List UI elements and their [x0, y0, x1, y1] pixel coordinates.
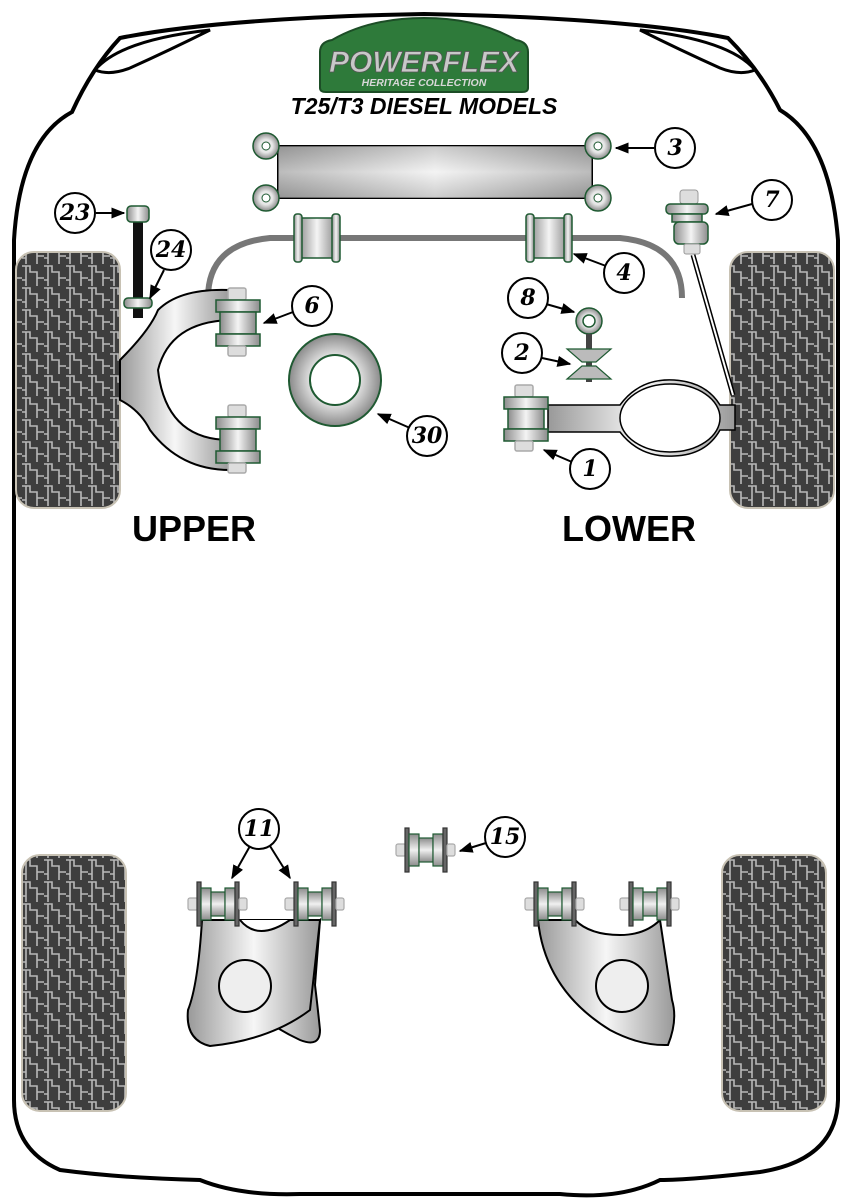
- rear-left-tyre: [21, 854, 127, 1112]
- callout-label: 1: [582, 456, 597, 482]
- callouts: 3 7 23 24 4 6 8 2 30 1 11 15: [54, 127, 793, 880]
- right-mirror: [639, 28, 758, 75]
- leader-arrow: [572, 253, 607, 267]
- leader-arrow: [231, 845, 251, 880]
- callout-label: 11: [244, 816, 275, 842]
- leader-arrow: [541, 355, 572, 367]
- callout-label: 8: [519, 285, 535, 311]
- leader-arrow: [458, 841, 487, 853]
- part-2-cone-bush: [565, 348, 613, 380]
- leader-arrow: [542, 449, 573, 463]
- callout-circle: [291, 285, 333, 327]
- callout-label: 24: [155, 237, 187, 263]
- callout-23: 23: [54, 192, 126, 234]
- callout-label: 4: [616, 260, 631, 286]
- leader-arrow: [262, 311, 294, 324]
- callout-circle: [150, 229, 192, 271]
- callout-30: 30: [376, 413, 448, 457]
- leader-arrow: [149, 269, 165, 300]
- callout-circle: [54, 192, 96, 234]
- callout-circle: [603, 252, 645, 294]
- page-subtitle: T25/T3 DIESEL MODELS: [291, 93, 558, 119]
- section-label-lower: LOWER: [562, 508, 696, 549]
- callout-circle: [406, 415, 448, 457]
- callout-circle: [484, 816, 526, 858]
- callout-2: 2: [501, 332, 572, 374]
- callout-15: 15: [458, 816, 526, 858]
- part-3-plate: [252, 132, 612, 212]
- damper: [123, 205, 153, 318]
- left-mirror: [92, 28, 211, 75]
- callout-24: 24: [149, 229, 192, 300]
- leader-arrow: [545, 303, 576, 314]
- front-left-tyre: [15, 251, 121, 509]
- callout-8: 8: [507, 277, 576, 319]
- rear-right-trailing-arm: [536, 917, 676, 1047]
- callout-circle: [569, 448, 611, 490]
- upper-wishbone: [119, 287, 261, 474]
- rear-left-trailing-arm: [186, 917, 322, 1048]
- leader-arrow: [714, 203, 753, 217]
- callout-1: 1: [542, 448, 611, 490]
- lower-arm: [503, 379, 736, 457]
- callout-circle: [654, 127, 696, 169]
- callout-circle: [238, 808, 280, 850]
- part-15-bush: [395, 827, 456, 873]
- callout-label: 23: [59, 200, 91, 226]
- callout-3: 3: [614, 127, 696, 169]
- callout-label: 6: [304, 293, 319, 319]
- leader-arrow: [376, 413, 411, 429]
- section-label-upper: UPPER: [132, 508, 256, 549]
- logo-brand-text: POWERFLEX: [329, 46, 521, 79]
- logo-collection-text: HERITAGE COLLECTION: [362, 77, 487, 89]
- callout-label: 3: [667, 135, 682, 161]
- rear-right-tyre: [721, 854, 827, 1112]
- anti-roll-bar: [205, 235, 685, 299]
- leader-arrow: [269, 845, 291, 880]
- callout-label: 15: [490, 824, 521, 850]
- part-30-ring: [288, 333, 382, 427]
- part-11-bushes: [187, 827, 680, 927]
- callout-label: 30: [412, 423, 443, 449]
- vehicle-body-outline: [12, 11, 840, 1198]
- callout-circle: [751, 179, 793, 221]
- part-7-tie-rod: [665, 189, 736, 396]
- callout-label: 2: [513, 340, 529, 366]
- part-4-bushes: [293, 213, 573, 263]
- callout-4: 4: [572, 252, 645, 294]
- callout-label: 7: [764, 187, 780, 213]
- front-right-tyre: [729, 251, 835, 509]
- callout-circle: [501, 332, 543, 374]
- callout-6: 6: [262, 285, 333, 327]
- powerflex-logo: POWERFLEX HERITAGE COLLECTION: [319, 16, 529, 93]
- callout-7: 7: [714, 179, 793, 221]
- callout-circle: [507, 277, 549, 319]
- callout-11: 11: [231, 808, 291, 880]
